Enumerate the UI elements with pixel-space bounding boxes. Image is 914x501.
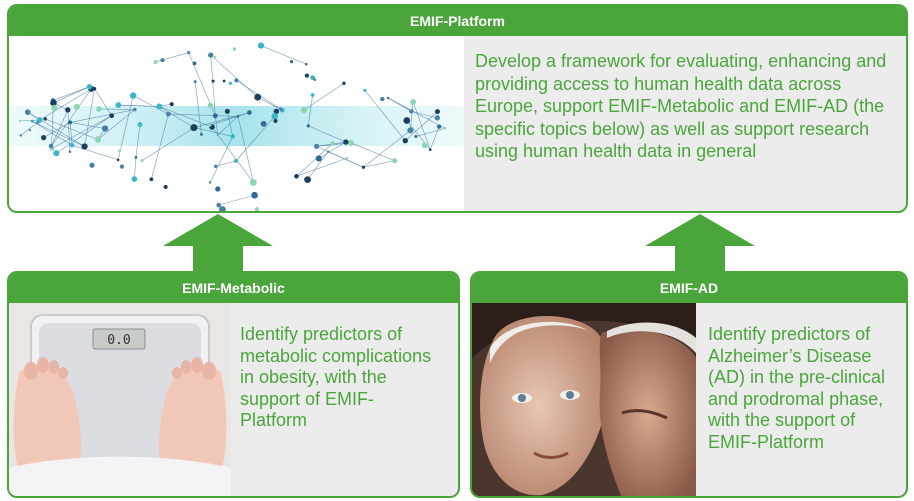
elderly-couple-photo-icon: [472, 303, 696, 496]
platform-title: EMIF-Platform: [9, 6, 906, 36]
metabolic-panel: EMIF-Metabolic 0.0 Identify predictors o…: [7, 271, 460, 498]
platform-panel: EMIF-Platform Develop a framework for ev…: [7, 4, 908, 213]
metabolic-description: Identify predictors of metabolic complic…: [240, 324, 432, 430]
ad-panel: EMIF-AD Identify predictors of Alzheimer: [470, 271, 908, 498]
bathroom-scale-icon: 0.0: [9, 303, 231, 496]
ad-description: Identify predictors of Alzheimer’s Disea…: [708, 324, 886, 452]
scale-display: 0.0: [107, 333, 130, 348]
platform-description: Develop a framework for evaluating, enha…: [475, 51, 887, 161]
metabolic-title: EMIF-Metabolic: [9, 273, 458, 303]
arrow-up-right-icon: [645, 214, 755, 276]
ad-title: EMIF-AD: [472, 273, 906, 303]
arrow-up-left-icon: [163, 214, 273, 276]
network-graph-icon: [9, 36, 464, 211]
